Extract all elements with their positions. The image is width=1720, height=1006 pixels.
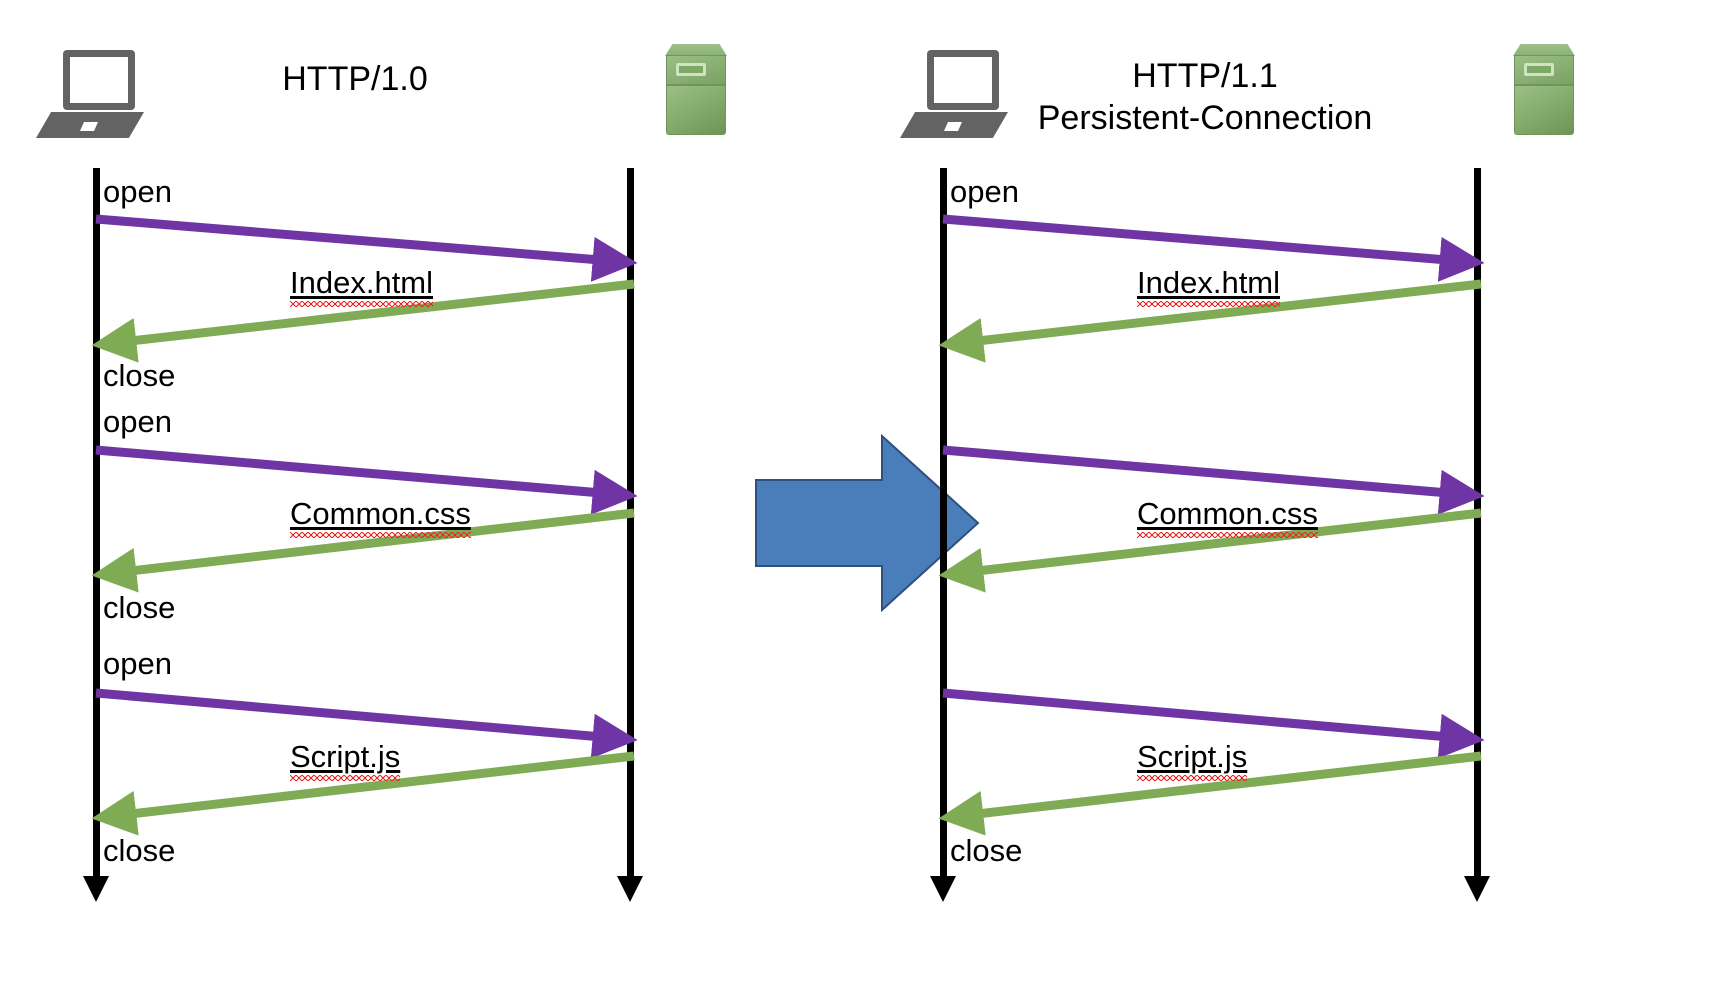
spellcheck-squiggle-icon (1137, 532, 1318, 538)
server-led-indicator (1524, 63, 1554, 76)
server-icon (665, 40, 727, 140)
right-arrow-icon (755, 433, 980, 613)
laptop-screen-part (927, 50, 999, 110)
page-title-http11-line2: Persistent-Connection (1037, 99, 1373, 137)
client-lifeline-arrowhead (930, 876, 956, 902)
request-arrow-1 (942, 214, 1485, 282)
state-label-close-1: close (103, 358, 176, 393)
server-led-indicator (676, 63, 706, 76)
message-label-common-css: Common.css (1137, 496, 1318, 538)
server-lifeline (1474, 168, 1481, 878)
spellcheck-squiggle-icon (290, 301, 434, 307)
message-label-text: Index.html (290, 265, 434, 300)
message-label-script-js: Script.js (290, 739, 401, 781)
state-label-open-1: open (950, 174, 1019, 209)
request-arrow-3 (942, 688, 1485, 759)
message-label-text: Index.html (1137, 265, 1281, 300)
laptop-touchpad-part (80, 122, 98, 131)
state-label-close-1: close (950, 833, 1023, 868)
client-lifeline (940, 168, 947, 878)
server-icon (1513, 40, 1575, 140)
message-label-common-css: Common.css (290, 496, 471, 538)
message-label-text: Script.js (290, 739, 401, 774)
laptop-icon (900, 42, 1008, 142)
server-lifeline (627, 168, 634, 878)
page-title-http11-line1: HTTP/1.1 (1132, 57, 1278, 95)
message-label-text: Script.js (1137, 739, 1248, 774)
message-label-index-html: Index.html (1137, 265, 1281, 307)
laptop-touchpad-part (944, 122, 962, 131)
laptop-screen-part (63, 50, 135, 110)
server-lifeline-arrowhead (1464, 876, 1490, 902)
server-top-part (665, 44, 727, 56)
state-label-close-3: close (103, 833, 176, 868)
server-lower-bay-part (1514, 85, 1574, 135)
page-title-http10: HTTP/1.0 (282, 60, 428, 98)
spellcheck-squiggle-icon (1137, 775, 1248, 781)
request-arrow-3 (95, 688, 638, 759)
spellcheck-squiggle-icon (290, 775, 401, 781)
request-arrow-2 (942, 445, 1485, 515)
request-arrow-1 (95, 214, 638, 282)
message-label-script-js: Script.js (1137, 739, 1248, 781)
spellcheck-squiggle-icon (290, 532, 471, 538)
server-top-part (1513, 44, 1575, 56)
server-lifeline-arrowhead (617, 876, 643, 902)
spellcheck-squiggle-icon (1137, 301, 1281, 307)
client-lifeline (93, 168, 100, 878)
http10-panel: HTTP/1.0 (0, 0, 760, 1006)
state-label-open-2: open (103, 404, 172, 439)
message-label-text: Common.css (290, 496, 471, 531)
state-label-open-1: open (103, 174, 172, 209)
message-label-index-html: Index.html (290, 265, 434, 307)
server-lower-bay-part (666, 85, 726, 135)
state-label-close-2: close (103, 590, 176, 625)
request-arrow-2 (95, 445, 638, 515)
laptop-icon (36, 42, 144, 142)
state-label-open-3: open (103, 646, 172, 681)
client-lifeline-arrowhead (83, 876, 109, 902)
message-label-text: Common.css (1137, 496, 1318, 531)
